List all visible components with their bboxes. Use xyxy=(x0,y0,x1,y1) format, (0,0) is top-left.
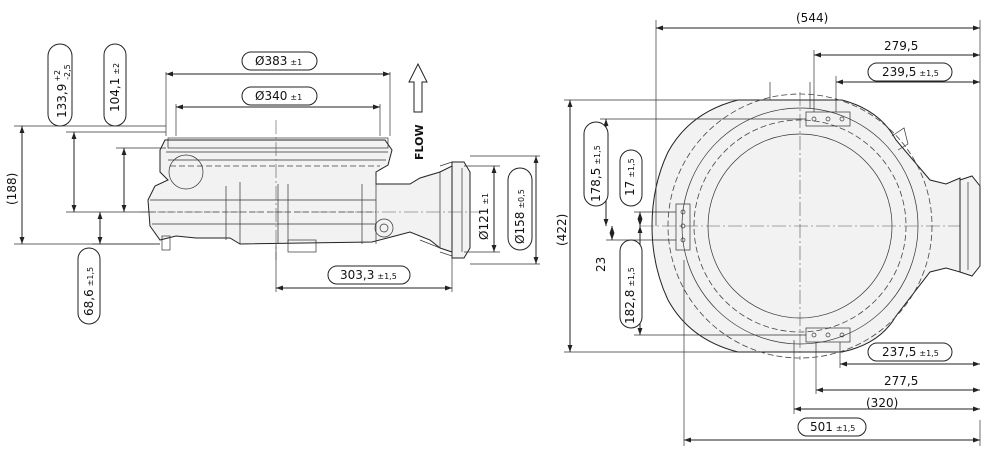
dim-width-501: 501±1,5 xyxy=(683,260,981,446)
svg-text:Ø158±0,5: Ø158±0,5 xyxy=(513,189,527,244)
dim-height-188: (422) (188) xyxy=(5,125,166,245)
flow-label: FLOW xyxy=(413,124,426,160)
dim-height-68-6: 68,6±1,5 xyxy=(77,212,160,325)
dim-height-182-8: 182,8±1,5 xyxy=(619,226,806,336)
dim-width-279-5: 279,5 xyxy=(813,39,980,112)
svg-text:178,5±1,5: 178,5±1,5 xyxy=(589,145,603,202)
dim-length-303-3: 303,3±1,5 xyxy=(275,244,453,292)
svg-text:23: 23 xyxy=(594,257,608,272)
dim-height-133-9: 133,9+2-2,5 xyxy=(47,43,166,213)
side-view: FLOW Ø383±1 Ø340±1 133,9+2-2,5 xyxy=(5,43,540,325)
svg-text:Ø121±1: Ø121±1 xyxy=(477,193,491,240)
svg-text:237,5±1,5: 237,5±1,5 xyxy=(882,345,939,359)
dim-width-239-5: 239,5±1,5 xyxy=(835,62,980,112)
svg-text:182,8±1,5: 182,8±1,5 xyxy=(623,267,637,324)
svg-text:133,9+2-2,5: 133,9+2-2,5 xyxy=(53,64,72,118)
flow-indicator: FLOW xyxy=(408,62,428,160)
top-view-body xyxy=(640,82,981,360)
svg-text:104,1±2: 104,1±2 xyxy=(108,63,122,112)
dim-diameter-158: Ø158±0,5 xyxy=(470,155,540,265)
svg-text:239,5±1,5: 239,5±1,5 xyxy=(882,65,939,79)
svg-text:68,6±1,5: 68,6±1,5 xyxy=(82,267,96,316)
svg-text:(544): (544) xyxy=(796,11,828,25)
dim-diameter-340: Ø340±1 xyxy=(175,86,381,136)
svg-text:Ø383±1: Ø383±1 xyxy=(255,54,302,68)
svg-text:279,5: 279,5 xyxy=(884,39,918,53)
side-view-body xyxy=(140,120,480,260)
svg-text:(320): (320) xyxy=(866,396,898,410)
dim-height-178-5: 178,5±1,5 xyxy=(583,118,806,226)
top-view: (544) 279,5 239,5±1,5 (422) 178,5±1 xyxy=(555,11,981,446)
svg-text:(188): (188) xyxy=(5,173,19,205)
dim-width-544: (544) xyxy=(655,11,981,226)
svg-text:(422): (422) xyxy=(555,214,569,246)
dim-diameter-383: Ø383±1 xyxy=(165,51,391,136)
dim-height-17: 17±1,5 xyxy=(619,149,676,226)
dim-diameter-121: Ø121±1 xyxy=(464,165,500,253)
svg-text:277,5: 277,5 xyxy=(884,374,918,388)
dim-height-422: (422) xyxy=(555,99,738,353)
dim-width-237-5: 237,5±1,5 xyxy=(839,342,980,368)
dim-width-320: (320) xyxy=(793,340,980,414)
svg-text:501±1,5: 501±1,5 xyxy=(810,420,855,434)
dim-width-277-5: 277,5 xyxy=(815,342,980,394)
svg-text:Ø340±1: Ø340±1 xyxy=(255,89,302,103)
svg-text:17±1,5: 17±1,5 xyxy=(623,158,637,196)
svg-text:303,3±1,5: 303,3±1,5 xyxy=(340,268,397,282)
dim-height-104-1: 104,1±2 xyxy=(103,43,166,212)
